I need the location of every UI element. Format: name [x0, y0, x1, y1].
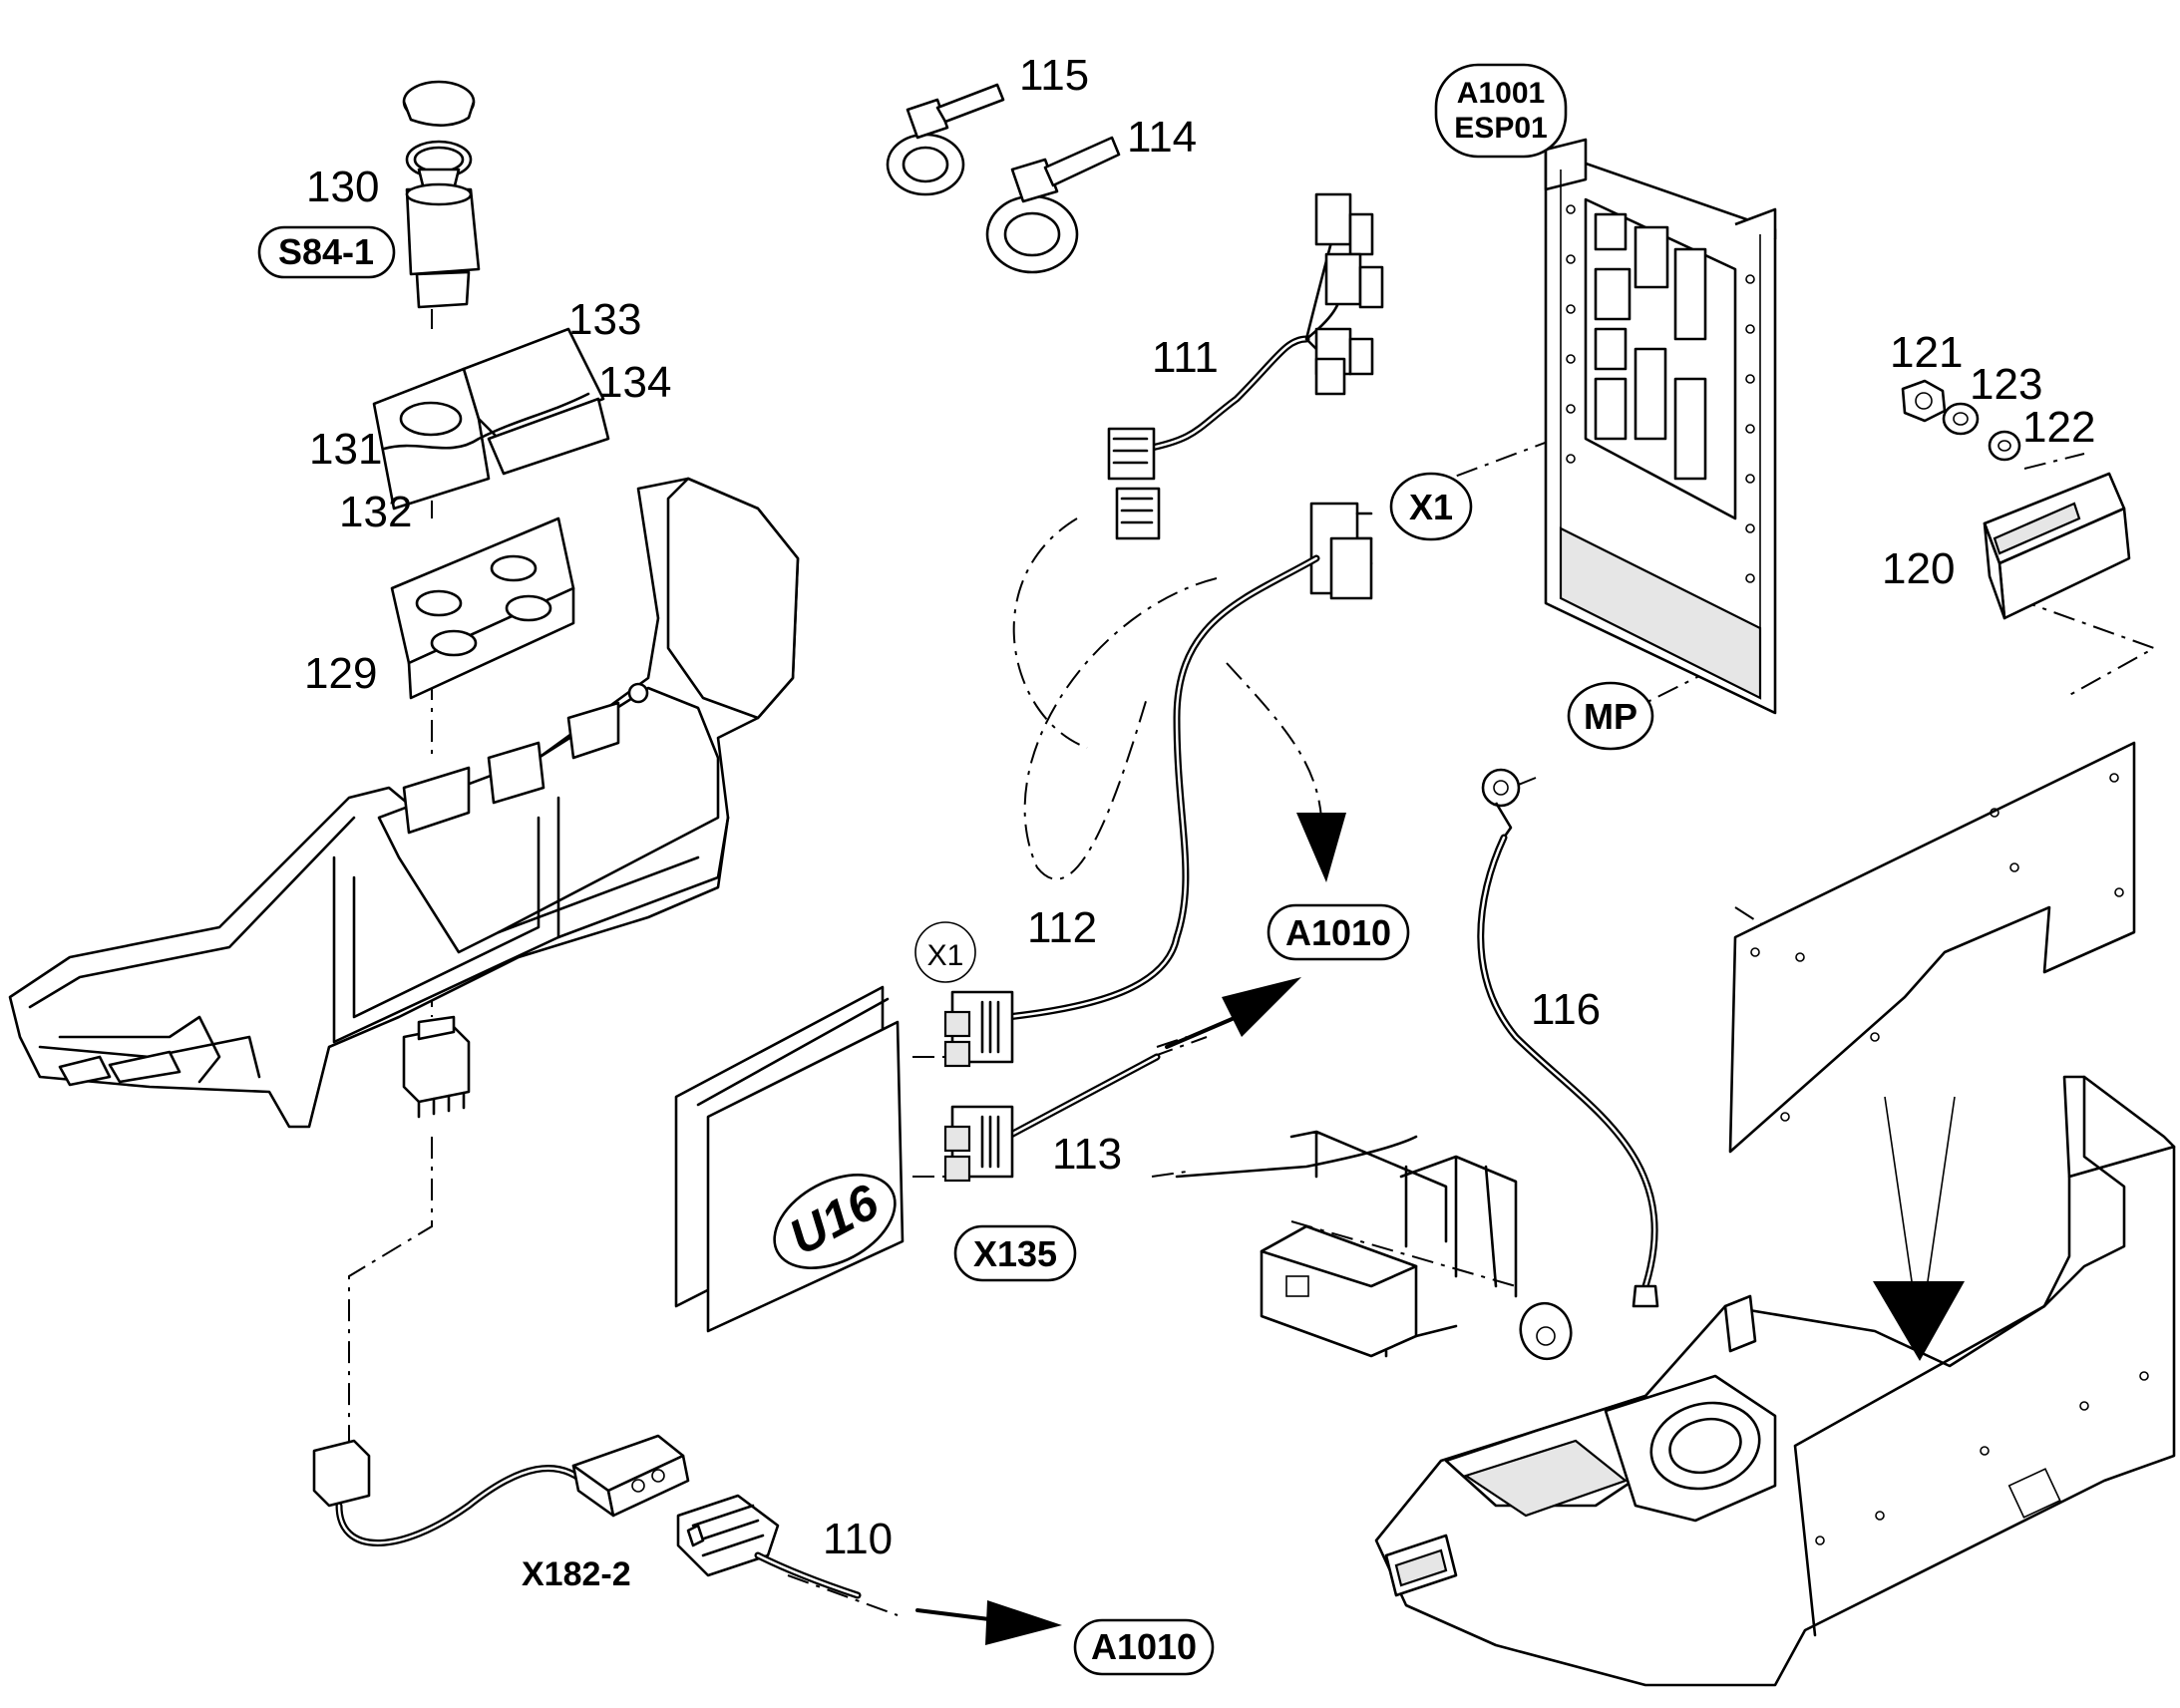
label-132: 132 [339, 488, 412, 536]
label-115: 115 [1019, 51, 1089, 100]
cable-tie-114 [985, 136, 1121, 274]
label-114: 114 [1127, 113, 1197, 162]
label-133: 133 [568, 295, 641, 344]
cable-112 [943, 502, 1373, 1068]
tag-x1-lower: X1 [914, 921, 976, 983]
dashboard-housing [8, 477, 800, 1129]
electronics-module-a1001 [1544, 138, 1777, 715]
label-123: 123 [1970, 360, 2042, 409]
label-116: 116 [1531, 985, 1601, 1034]
label-sheet-131-134 [372, 327, 610, 511]
tag-a1010-lower: A1010 [1073, 1618, 1215, 1676]
arrow-down-to-console [1873, 1096, 1965, 1361]
label-112: 112 [1027, 903, 1097, 952]
tag-esp01-text: ESP01 [1454, 112, 1547, 145]
label-122: 122 [2022, 403, 2095, 452]
label-113: 113 [1052, 1130, 1122, 1179]
label-131: 131 [309, 425, 382, 474]
label-110: 110 [823, 1515, 893, 1563]
washer-123 [1942, 402, 1980, 436]
label-130: 130 [306, 163, 379, 211]
arrow-to-a1010-lower [915, 1600, 1062, 1645]
label-121: 121 [1890, 328, 1963, 377]
control-unit-u16 [674, 985, 905, 1333]
mounting-frame [1175, 1130, 1518, 1358]
console-housing [1374, 1075, 2176, 1687]
tag-x182-2: X182-2 [522, 1555, 631, 1593]
nut-121 [1901, 379, 1947, 423]
ground-cable-116 [1477, 768, 1659, 1361]
tag-mp-text: MP [1584, 696, 1637, 737]
washer-122 [1988, 430, 2021, 462]
tag-x135-text: X135 [973, 1233, 1057, 1274]
tag-x1-lower-text: X1 [927, 939, 964, 972]
callout-numbers: 115 114 111 112 113 116 120 121 122 123 … [304, 51, 2095, 1563]
relay [402, 1015, 471, 1119]
tag-a1001-esp01: A1001 ESP01 [1434, 63, 1568, 159]
harness-111 [1107, 192, 1384, 540]
tag-s84-1-text: S84-1 [278, 231, 374, 272]
tag-mp: MP [1567, 681, 1654, 751]
switch-s84-1 [402, 80, 481, 309]
tag-a1001-text: A1001 [1457, 77, 1545, 110]
label-129: 129 [304, 649, 377, 698]
arrow-to-a1010-middle [1165, 977, 1301, 1049]
cable-tie-115 [886, 83, 1005, 196]
cable-113 [943, 1053, 1161, 1183]
tag-a1010-upper-text: A1010 [1285, 912, 1391, 953]
label-120: 120 [1882, 544, 1955, 593]
label-111: 111 [1152, 333, 1219, 382]
tag-x135: X135 [953, 1224, 1077, 1282]
label-134: 134 [598, 358, 671, 407]
module-120 [1983, 472, 2131, 620]
tag-x1-upper-text: X1 [1409, 487, 1453, 527]
tag-s84-1: S84-1 [257, 225, 396, 279]
arrow-to-a1010-upper [1226, 662, 1346, 882]
harness-110 [312, 1434, 862, 1599]
tag-a1010-upper: A1010 [1267, 903, 1410, 961]
tag-x1-upper: X1 [1389, 472, 1473, 541]
side-panel [1728, 741, 2136, 1154]
button-block-129 [390, 516, 575, 700]
tag-a1010-lower-text: A1010 [1091, 1626, 1197, 1667]
